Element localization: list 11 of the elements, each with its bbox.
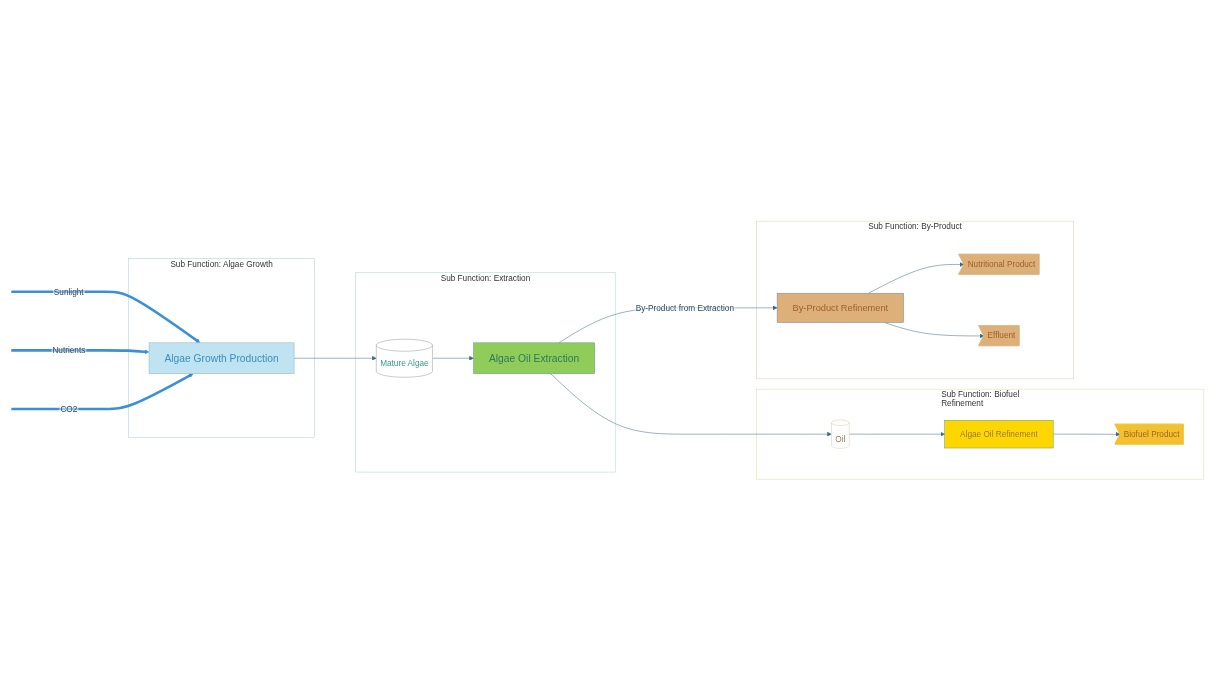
edge-label: By-Product from Extraction: [635, 303, 734, 313]
arrow: [11, 373, 194, 411]
arrow: [11, 348, 150, 354]
node-box: Algae Growth Production: [148, 342, 295, 374]
edge-label: Sunlight: [53, 287, 84, 297]
arrow: [11, 290, 201, 343]
node-box: Algae Oil Extraction: [473, 342, 595, 374]
edge-label: Nutrients: [52, 346, 86, 356]
node-box: Algae Oil Refinement: [944, 419, 1054, 449]
edge-label: CO2: [60, 404, 78, 414]
node-box: By-Product Refinement: [776, 292, 904, 323]
